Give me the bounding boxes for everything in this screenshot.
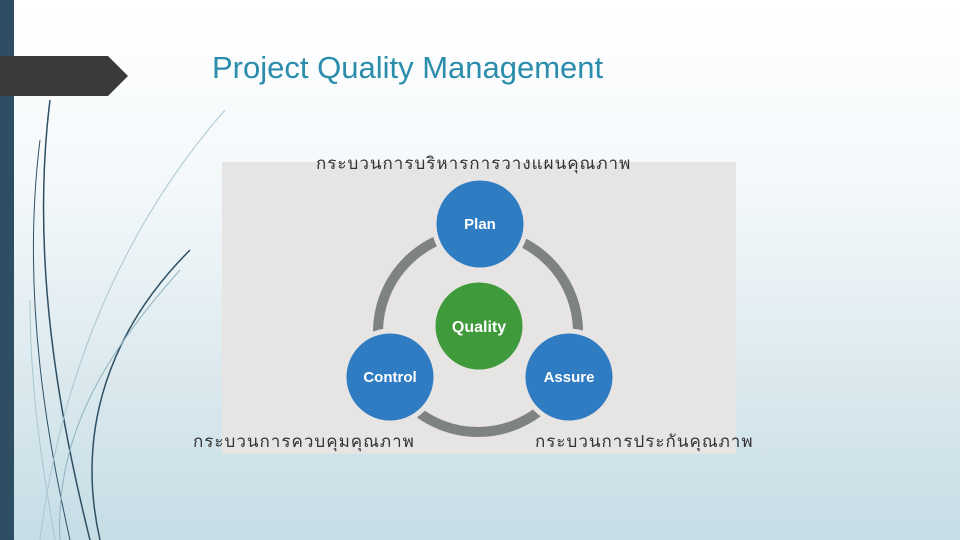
assure-node: Assure [520,328,618,426]
assure-node-label: Assure [544,369,595,386]
title-arrow-shape [0,56,128,96]
assure-caption: กระบวนการประกันคุณภาพ [535,432,754,452]
quality-center-label: Quality [452,319,506,336]
plan-node: Plan [431,175,529,273]
quality-cycle-diagram: Plan Quality Control Assure [222,162,736,454]
quality-center-node: Quality [430,277,528,375]
slide-title: Project Quality Management [212,50,604,85]
decorative-lines [29,99,226,540]
plan-node-label: Plan [464,216,496,233]
control-node: Control [341,328,439,426]
control-caption: กระบวนการควบคุมคุณภาพ [193,432,415,452]
left-accent-bar [0,0,14,540]
plan-caption: กระบวนการบริหารการวางแผนคุณภาพ [316,154,632,174]
control-node-label: Control [363,369,416,386]
